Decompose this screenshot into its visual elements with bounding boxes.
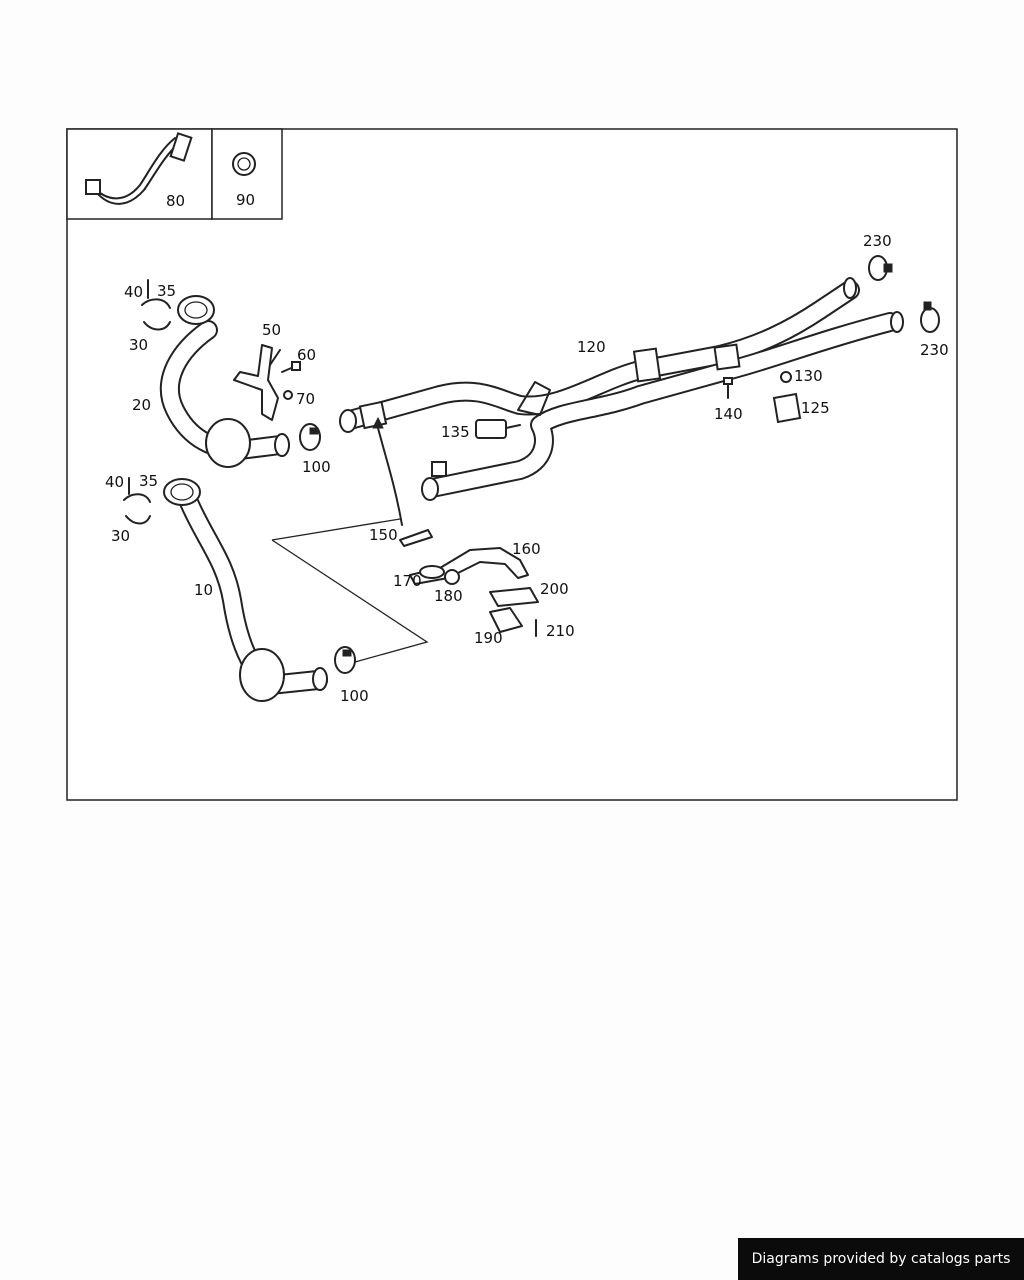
callout-135: 135 (441, 423, 470, 441)
callout-200: 200 (540, 580, 569, 598)
callout-20: 20 (132, 396, 151, 414)
bolt-60 (281, 361, 301, 373)
sensor-lead-arrow (372, 416, 403, 526)
callout-190: 190 (474, 629, 503, 647)
nut-70 (283, 390, 293, 400)
clamp-230-lower (920, 301, 940, 333)
callout-140: 140 (714, 405, 743, 423)
callout-35-lower: 35 (139, 472, 158, 490)
callout-100-lower: 100 (340, 687, 369, 705)
callout-10: 10 (194, 581, 213, 599)
callout-80: 80 (166, 192, 185, 210)
callout-40-upper: 40 (124, 283, 143, 301)
callout-120: 120 (577, 338, 606, 356)
sensor-135 (475, 419, 521, 439)
callout-60: 60 (297, 346, 316, 364)
callout-50: 50 (262, 321, 281, 339)
inset-box-grommet: 90 (211, 128, 283, 220)
callout-230-upper: 230 (863, 232, 892, 250)
callout-180: 180 (434, 587, 463, 605)
leader-lines (271, 518, 429, 663)
clamp-100-lower (334, 646, 356, 674)
callout-230-lower: 230 (920, 341, 949, 359)
callout-210: 210 (546, 622, 575, 640)
clamp-230-upper (868, 255, 893, 281)
front-pipe-upper (159, 295, 290, 468)
callout-30-lower: 30 (111, 527, 130, 545)
callout-170: 170 (393, 572, 422, 590)
callout-35-upper: 35 (157, 282, 176, 300)
callout-100-upper: 100 (302, 458, 331, 476)
callout-30-upper: 30 (129, 336, 148, 354)
clamp-set-lower (123, 477, 151, 525)
callout-90: 90 (236, 191, 255, 209)
clamp-100-upper (299, 423, 321, 451)
hanger-parts (713, 343, 802, 424)
watermark-banner: Diagrams provided by catalogs parts (738, 1238, 1024, 1280)
clamp-set-upper (141, 279, 171, 331)
bracket-50 (233, 344, 281, 421)
callout-40-lower: 40 (105, 473, 124, 491)
bracket-set-150-210 (399, 529, 539, 637)
callout-150: 150 (369, 526, 398, 544)
callout-160: 160 (512, 540, 541, 558)
front-pipe-lower (163, 478, 328, 702)
main-pipe-120 (339, 277, 904, 501)
inset-box-oxygen-sensor: 80 (66, 128, 213, 220)
callout-70: 70 (296, 390, 315, 408)
callout-125: 125 (801, 399, 830, 417)
callout-130: 130 (794, 367, 823, 385)
